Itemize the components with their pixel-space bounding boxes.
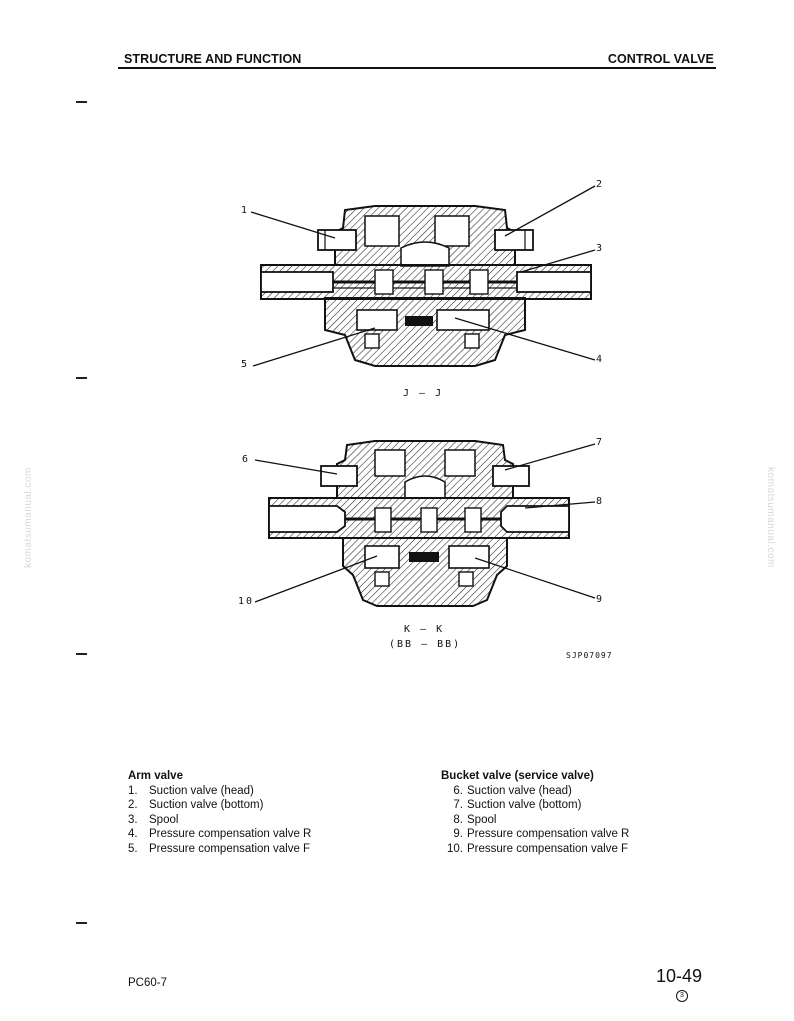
callout-3: 3 xyxy=(596,243,605,254)
legend-item: 10.Pressure compensation valve F xyxy=(447,842,629,855)
legend-item: 5.Pressure compensation valve F xyxy=(128,842,311,855)
control-valve-section-drawing xyxy=(250,185,596,607)
callout-2: 2 xyxy=(596,179,605,190)
legend-item: 8.Spool xyxy=(453,813,497,826)
callout-4: 4 xyxy=(596,354,605,365)
legend-item: 9.Pressure compensation valve R xyxy=(453,828,630,840)
legend-item: 6.Suction valve (head) xyxy=(453,784,572,797)
section-kk-drawing xyxy=(268,440,570,607)
arm-valve-title: Arm valve xyxy=(128,770,183,782)
callout-8: 8 xyxy=(596,496,605,507)
header-rule xyxy=(118,67,716,69)
legend-item: 2.Suction valve (bottom) xyxy=(128,799,264,811)
footer-page-number: 10-49 xyxy=(656,966,703,986)
callout-10: 10 xyxy=(238,596,255,607)
watermark-left: komatsumanual.com xyxy=(22,467,34,568)
legend-item: 7.Suction valve (bottom) xyxy=(453,799,582,811)
watermark-right: komatsumanual.com xyxy=(764,467,776,568)
figure-code: SJP07097 xyxy=(566,651,613,660)
section-kk-sublabel: (BB – BB) xyxy=(389,639,462,650)
callout-5: 5 xyxy=(241,359,250,370)
legend-item: 4.Pressure compensation valve R xyxy=(128,828,312,840)
footer-revision-mark: 3 xyxy=(676,990,688,1002)
callout-1: 1 xyxy=(241,205,250,216)
footer-model: PC60-7 xyxy=(128,977,167,989)
margin-tick xyxy=(76,101,87,103)
margin-tick xyxy=(76,922,87,924)
margin-tick xyxy=(76,653,87,655)
legend-item: 3.Spool xyxy=(128,813,179,826)
bucket-valve-title: Bucket valve (service valve) xyxy=(441,770,594,782)
section-kk-label: K – K xyxy=(404,624,445,635)
callout-7: 7 xyxy=(596,437,605,448)
bucket-valve-legend: Bucket valve (service valve) 6.Suction v… xyxy=(441,769,629,856)
section-jj-drawing xyxy=(260,205,592,367)
section-jj-label: J – J xyxy=(403,388,444,399)
callout-9: 9 xyxy=(596,594,605,605)
margin-tick xyxy=(76,377,87,379)
legend-item: 1.Suction valve (head) xyxy=(128,784,254,797)
section-jj-leader-lines xyxy=(250,185,596,367)
callout-6: 6 xyxy=(242,454,251,465)
section-kk-leader-lines xyxy=(254,443,596,603)
page-header-right: CONTROL VALVE xyxy=(607,52,714,66)
page-header-left: STRUCTURE AND FUNCTION xyxy=(124,52,302,66)
arm-valve-legend: Arm valve 1.Suction valve (head) 2.Sucti… xyxy=(128,769,311,856)
